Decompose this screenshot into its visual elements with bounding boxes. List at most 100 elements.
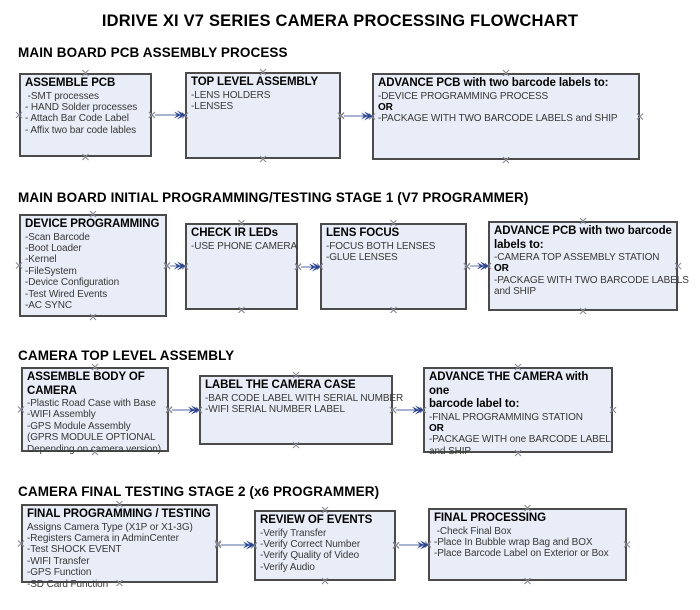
box-line: -Kernel (25, 254, 57, 266)
box-line: -Place Barcode Label on Exterior or Box (434, 548, 609, 560)
box-line: -SMT processes (25, 90, 99, 102)
box-title: ADVANCE THE CAMERA with one barcode labe… (429, 371, 589, 410)
box-line: -GPS Module Assembly (27, 420, 131, 432)
box-line: -BAR CODE LABEL WITH SERIAL NUMBER (205, 392, 404, 404)
box-lines: -SMT processes- HAND Solder processes- A… (21, 91, 150, 137)
box-line: -WIFI Assembly (27, 409, 96, 421)
box-line: -FOCUS BOTH LENSES (326, 240, 436, 252)
box-title: ADVANCE PCB with two barcode labels to: (494, 225, 672, 251)
flow-box-2-2[interactable]: CHECK IR LEDs -USE PHONE CAMERA (185, 223, 298, 310)
box-line: - Affix two bar code lables (25, 124, 137, 136)
flow-box-2-1[interactable]: DEVICE PROGRAMMING -Scan Barcode-Boot Lo… (19, 214, 167, 317)
box-line: -USE PHONE CAMERA (191, 240, 298, 252)
box-line: -DEVICE PROGRAMMING PROCESS (378, 90, 549, 102)
arrowhead-icon (417, 541, 424, 549)
box-line: OR (429, 422, 444, 434)
box-lines: Assigns Camera Type (X1P or X1-3G)-Regis… (23, 522, 216, 590)
box-title: ADVANCE PCB with two barcode labels to: (378, 77, 609, 89)
box-line: -PACKAGE WITH TWO BARCODE LABELS and SHI… (378, 113, 618, 125)
box-line: -Verify Correct Number (260, 538, 361, 550)
box-line: OR (378, 101, 393, 113)
arrowhead-icon (412, 406, 419, 414)
box-line: -WIFI SERIAL NUMBER LABEL (205, 403, 345, 415)
box-line: and SHIP (429, 445, 472, 457)
flow-box-4-3[interactable]: FINAL PROCESSING -Check Final Box-Place … (428, 508, 627, 581)
box-line: Assigns Camera Type (X1P or X1-3G) (27, 521, 193, 533)
box-line: -Registers Camera in AdminCenter (27, 532, 179, 544)
box-line: (GPRS MODULE OPTIONAL (27, 432, 156, 444)
box-lines: -Plastic Road Case with Base-WIFI Assemb… (23, 398, 167, 455)
arrowhead-icon (243, 541, 250, 549)
arrowhead-icon (309, 263, 316, 271)
box-line: - HAND Solder processes (25, 101, 138, 113)
box-line: -LENS HOLDERS (191, 89, 271, 101)
box-lines: -Check Final Box-Place In Bubble wrap Ba… (430, 526, 625, 560)
box-line: -AC SYNC (25, 299, 72, 311)
box-line: -LENSES (191, 100, 234, 112)
box-line: -Device Configuration (25, 277, 120, 289)
box-line: -Boot Loader (25, 242, 82, 254)
box-line: -Verify Transfer (260, 527, 327, 539)
flow-box-1-2[interactable]: TOP LEVEL ASSEMBLY -LENS HOLDERS-LENSES (185, 72, 341, 159)
box-line: Depending on camera version) (27, 443, 161, 455)
box-title: REVIEW OF EVENTS (260, 514, 373, 526)
section-heading-top-level-assembly: CAMERA TOP LEVEL ASSEMBLY (18, 348, 235, 363)
box-line: -Plastic Road Case with Base (27, 398, 156, 409)
box-line: -Verify Audio (260, 561, 315, 573)
box-line: -Test SHOCK EVENT (27, 544, 122, 556)
section-heading-final-testing: CAMERA FINAL TESTING STAGE 2 (x6 PROGRAM… (18, 484, 380, 499)
flow-box-3-2[interactable]: LABEL THE CAMERA CASE -BAR CODE LABEL WI… (199, 375, 404, 445)
arrowhead-icon (188, 406, 195, 414)
box-title: LENS FOCUS (326, 227, 400, 239)
flow-box-3-1[interactable]: ASSEMBLE BODY OF CAMERA -Plastic Road Ca… (21, 367, 169, 455)
section-heading-initial-programming: MAIN BOARD INITIAL PROGRAMMING/TESTING S… (18, 190, 529, 205)
box-lines: -Verify Transfer-Verify Correct Number-V… (256, 528, 394, 574)
box-line: -PACKAGE WITH one BARCODE LABEL (429, 434, 611, 446)
box-line: -Check Final Box (434, 525, 512, 537)
box-line: -Scan Barcode (25, 231, 90, 243)
box-line: and SHIP (494, 286, 537, 298)
box-lines: -FOCUS BOTH LENSES-GLUE LENSES (322, 241, 465, 264)
box-lines: -BAR CODE LABEL WITH SERIAL NUMBER-WIFI … (201, 392, 404, 416)
page-title: IDRIVE XI V7 SERIES CAMERA PROCESSING FL… (101, 12, 579, 30)
box-line: -CAMERA TOP ASSEMBLY STATION (494, 252, 660, 263)
flow-box-3-3[interactable]: ADVANCE THE CAMERA with one barcode labe… (423, 367, 613, 457)
box-line: -GPS Function (27, 567, 92, 579)
box-line: -SD Card Function (27, 578, 109, 590)
flow-box-2-4[interactable]: ADVANCE PCB with two barcode labels to: … (488, 221, 689, 311)
box-line: -Place In Bubble wrap Bag and BOX (434, 536, 593, 548)
box-title: CHECK IR LEDs (191, 227, 278, 239)
box-title: ASSEMBLE BODY OF CAMERA (27, 371, 145, 397)
arrowhead-icon (477, 262, 484, 270)
box-title: LABEL THE CAMERA CASE (205, 379, 356, 391)
box-lines: -USE PHONE CAMERA (187, 240, 298, 252)
box-lines: -Scan Barcode-Boot Loader-Kernel-FileSys… (21, 232, 165, 312)
arrowhead-icon (174, 262, 181, 270)
flow-box-1-3[interactable]: ADVANCE PCB with two barcode labels to: … (372, 73, 640, 160)
flow-box-4-1[interactable]: FINAL PROGRAMMING / TESTING Assigns Came… (21, 504, 218, 590)
arrowhead-icon (361, 112, 368, 120)
box-line: -FileSystem (25, 265, 77, 277)
box-title: ASSEMBLE PCB (25, 77, 116, 89)
box-line: -GLUE LENSES (326, 251, 398, 263)
flow-box-1-1[interactable]: ASSEMBLE PCB -SMT processes- HAND Solder… (19, 73, 152, 157)
box-title: FINAL PROGRAMMING / TESTING (27, 508, 211, 520)
section-heading-pcb-assembly: MAIN BOARD PCB ASSEMBLY PROCESS (18, 45, 288, 60)
flow-box-2-3[interactable]: LENS FOCUS -FOCUS BOTH LENSES-GLUE LENSE… (320, 223, 467, 310)
box-line: OR (494, 263, 509, 275)
box-line: -WIFI Transfer (27, 555, 90, 567)
box-title: DEVICE PROGRAMMING (25, 218, 160, 230)
box-line: - Attach Bar Code Label (25, 113, 129, 125)
box-line: -Test Wired Events (25, 288, 108, 300)
box-line: -Verify Quality of Video (260, 550, 360, 562)
box-title: TOP LEVEL ASSEMBLY (191, 76, 319, 88)
box-line: -PACKAGE WITH TWO BARCODE LABELS (494, 274, 689, 286)
flow-box-4-2[interactable]: REVIEW OF EVENTS -Verify Transfer-Verify… (254, 510, 396, 581)
box-title: FINAL PROCESSING (434, 512, 546, 524)
box-lines: -LENS HOLDERS-LENSES (187, 90, 339, 113)
arrowhead-icon (174, 111, 181, 119)
